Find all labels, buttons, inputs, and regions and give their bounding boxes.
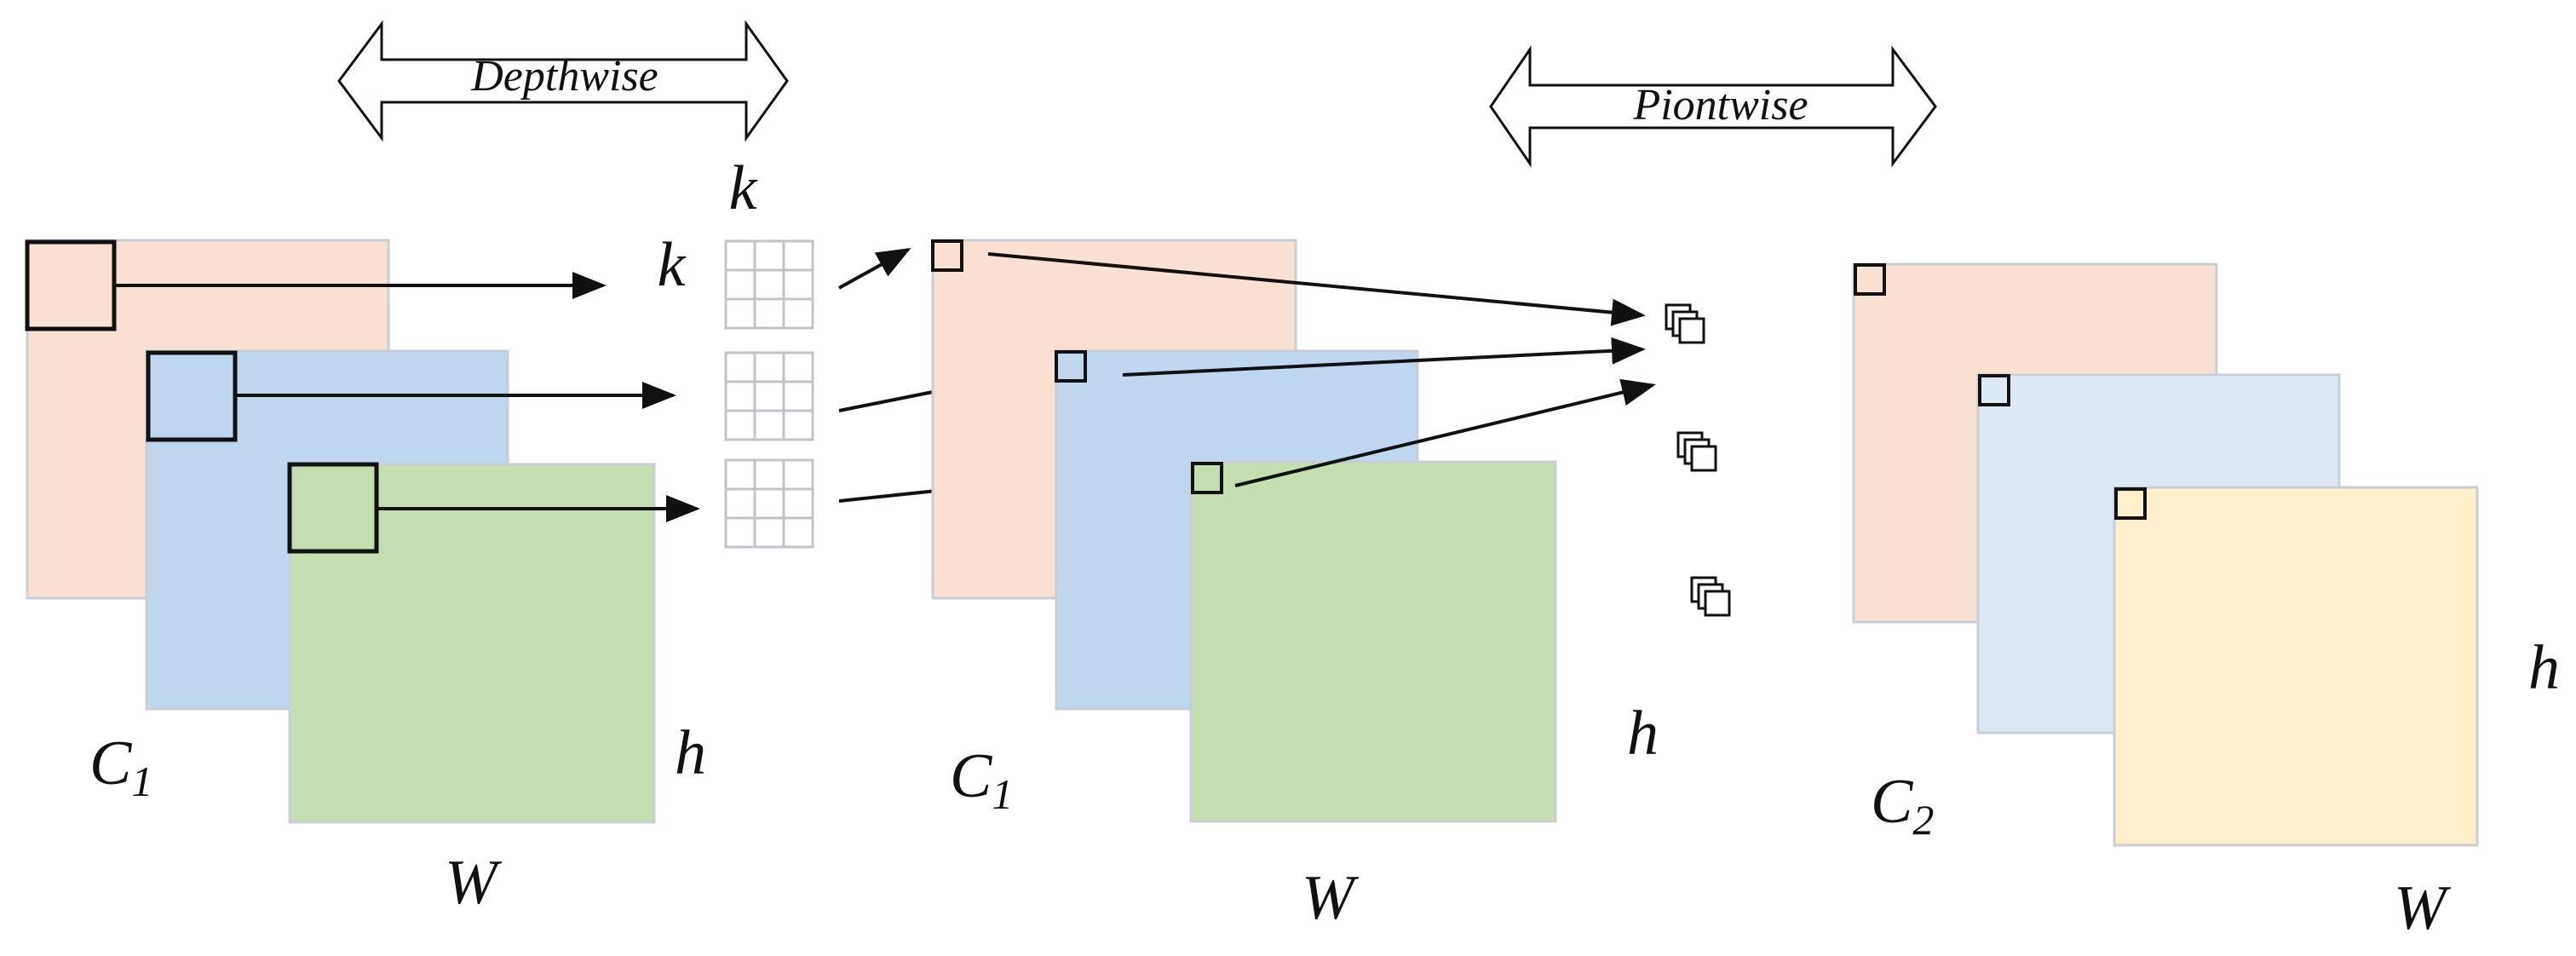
w-right-label: W [2394,873,2452,943]
arrow-mid-blue [1122,337,1646,377]
c2-right-label: C2 [1871,767,1934,844]
kernel-bottom [724,458,814,549]
kernel-middle [724,351,814,441]
mid-pixel-green [1191,462,1223,494]
kernel-top [724,239,814,330]
kernel-width-label: k [729,153,758,223]
pointwise-output-maps [1852,262,2479,847]
input-patch-green [287,462,379,554]
input-patch-orange [25,239,117,331]
h-mid-label: h [1627,699,1659,769]
out-pixel-orange [1854,263,1886,296]
input-patch-blue [146,350,238,442]
pointwise-kernel-2 [1676,431,1717,472]
mid-pixel-blue [1055,350,1087,383]
out-map-yellow [2113,486,2479,847]
pointwise-arrow: Piontwise [1489,45,1937,168]
arrow-mid-orange [987,252,1646,326]
mid-map-green [1189,460,1557,823]
out-pixel-yellow [2114,487,2147,520]
w-left-label: W [445,848,503,918]
depthwise-output-maps [931,239,1557,823]
depthwise-label: Depthwise [470,52,658,101]
w-mid-label: W [1302,863,1360,933]
c1-left-label: C1 [89,729,152,805]
arrow-kernel-top [838,248,911,290]
patch-to-kernel-arrows [114,272,700,522]
out-pixel-lightblue [1978,374,2010,406]
h-right-label: h [2528,633,2560,703]
pointwise-kernel-3 [1690,576,1731,617]
arrow-mid-green [1234,378,1656,487]
h-left-label: h [675,718,706,788]
kernel-height-label: k [658,230,687,300]
pixel-to-pointwise-arrows [987,252,1656,487]
depthwise-arrow: Depthwise [337,20,789,142]
pointwise-kernel-1 [1665,303,1705,344]
input-feature-maps [25,239,656,824]
c1-mid-label: C1 [950,741,1013,818]
mid-pixel-orange [931,239,963,272]
pointwise-label: Piontwise [1632,81,1808,130]
